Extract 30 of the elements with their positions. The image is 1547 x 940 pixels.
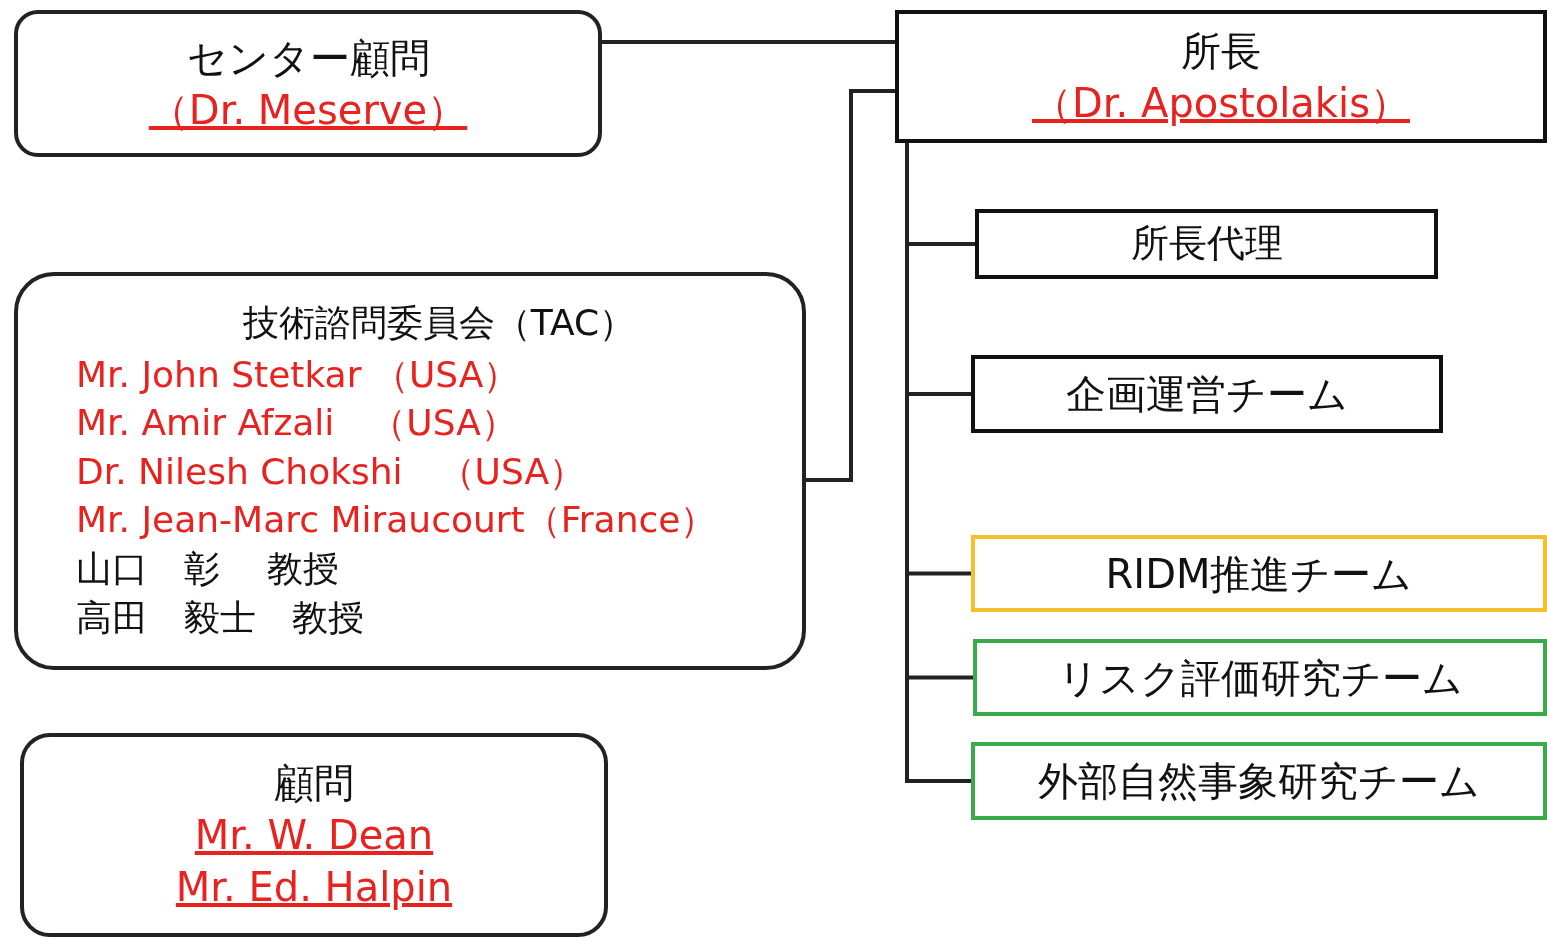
- member-name: Mr. Amir Afzali （USA）: [76, 401, 517, 446]
- connector-line: [806, 89, 895, 482]
- member-name: Dr. Nilesh Chokshi （USA）: [76, 449, 586, 494]
- box-title: 所長: [1181, 26, 1261, 76]
- person-name-link: （Dr. Meserve）: [148, 85, 468, 135]
- box-title: 技術諮問委員会（TAC）: [242, 300, 636, 345]
- box-title: 所長代理: [1130, 220, 1283, 268]
- org-box: [973, 639, 1547, 716]
- box-title: センター顧問: [186, 33, 430, 83]
- box-title: 顧問: [274, 759, 354, 808]
- org-box: [971, 535, 1547, 612]
- member-name: Mr. Jean-Marc Miraucourt（France）: [76, 498, 717, 543]
- member-name: Mr. John Stetkar （USA）: [76, 352, 520, 397]
- org-box: [20, 733, 608, 937]
- member-name: 山口 彰 教授: [76, 547, 340, 591]
- member-name: 高田 毅士 教授: [76, 595, 364, 640]
- org-box: [971, 742, 1547, 820]
- org-box: [971, 355, 1443, 433]
- org-box: [14, 10, 602, 157]
- person-name-link: Mr. Ed. Halpin: [175, 863, 453, 912]
- org-box: [14, 272, 806, 670]
- org-box: [975, 209, 1438, 279]
- person-name-link: Mr. W. Dean: [194, 811, 434, 860]
- org-box: [895, 10, 1547, 143]
- box-title: RIDM推進チーム: [1105, 549, 1413, 599]
- person-name-link: （Dr. Apostolakis）: [1032, 78, 1410, 128]
- connector-line: [602, 40, 895, 44]
- box-title: 企画運営チーム: [1066, 370, 1348, 419]
- box-title: リスク評価研究チーム: [1057, 653, 1463, 703]
- box-title: 外部自然事象研究チーム: [1038, 757, 1480, 806]
